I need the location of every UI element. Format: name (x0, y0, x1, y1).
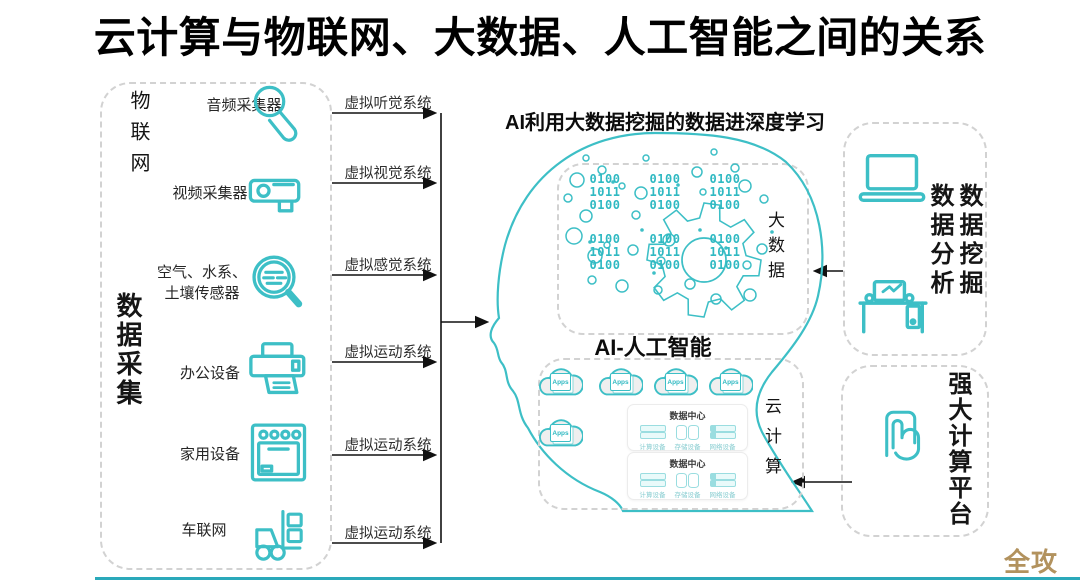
virtual-system-label: 虚拟感觉系统 (344, 258, 432, 274)
iot-group-label: 物联网 (127, 90, 149, 183)
binary-data-block: 0100 1011 0100 (649, 172, 681, 213)
home-appliance-icon (247, 421, 310, 484)
data-analysis-label: 数据分析 (926, 183, 953, 299)
network-icon (709, 473, 736, 487)
cloud-apps-icon: Apps (537, 364, 583, 398)
binary-data-block: 0100 1011 0100 (589, 172, 621, 213)
cloud-apps-icon: Apps (597, 364, 643, 398)
apps-doc: Apps (720, 373, 741, 391)
network-icon (709, 425, 736, 439)
server-icon (639, 425, 666, 439)
binary-data-block: 0100 1011 0100 (709, 232, 741, 273)
big-data-label: 大数据 (765, 211, 784, 286)
server-icon (639, 473, 666, 487)
storage-icon (676, 473, 699, 488)
microphone-icon (246, 84, 312, 146)
cloud-computing-region (538, 358, 804, 510)
data-collection-label: 数据采集 (113, 292, 143, 408)
cloud-apps-icon: Apps (537, 415, 583, 449)
forklift-icon (246, 505, 312, 565)
storage-icon (676, 425, 699, 440)
apps-doc: Apps (610, 373, 631, 391)
cloud-apps-icon: Apps (652, 364, 698, 398)
device-label-audio: 音频采集器 (206, 97, 282, 114)
device-type-label: 网络设备 (709, 444, 736, 451)
data-center-title: 数据中心 (669, 411, 706, 421)
watermark: 全攻略 (1004, 547, 1059, 577)
apps-doc: Apps (550, 373, 571, 391)
device-type-label: 网络设备 (709, 492, 736, 499)
virtual-system-label: 虚拟运动系统 (344, 438, 432, 454)
ai-deep-learning-caption: AI利用大数据挖掘的数据进深度学习 (505, 112, 825, 134)
virtual-system-label: 虚拟听觉系统 (344, 96, 432, 112)
workstation-icon (854, 276, 932, 336)
virtual-system-label: 虚拟运动系统 (344, 345, 432, 361)
device-label-sensor: 空气、水系、 土壤传感器 (156, 264, 247, 302)
device-label-vehicle: 车联网 (181, 522, 227, 539)
binary-data-block: 0100 1011 0100 (709, 172, 741, 213)
device-type-label: 计算设备 (639, 444, 666, 451)
bottom-accent-bar (95, 577, 1080, 580)
device-label-video: 视频采集器 (172, 185, 248, 202)
virtual-system-label: 虚拟视觉系统 (344, 166, 432, 182)
computing-platform-label: 强大计算平台 (944, 371, 971, 527)
device-label-office: 办公设备 (179, 365, 240, 382)
ai-label: AI-人工智能 (594, 335, 712, 360)
device-label-home: 家用设备 (179, 446, 240, 463)
apps-doc: Apps (665, 373, 686, 391)
apps-doc: Apps (550, 424, 571, 442)
printer-icon (246, 340, 310, 399)
virtual-system-label: 虚拟运动系统 (344, 526, 432, 542)
handheld-device-icon (874, 403, 930, 475)
data-analysis-panel (843, 122, 987, 356)
page-title: 云计算与物联网、大数据、人工智能之间的关系 (93, 14, 987, 61)
cloud-computing-label: 云计算 (762, 397, 781, 487)
laptop-icon (856, 152, 928, 204)
computing-platform-panel (841, 365, 989, 537)
data-center-box: 数据中心 计算设备 存储设备 网络设备 (627, 452, 748, 500)
device-type-label: 计算设备 (639, 492, 666, 499)
sensor-magnifier-icon (247, 251, 312, 317)
data-center-title: 数据中心 (669, 459, 706, 469)
cloud-apps-icon: Apps (707, 364, 753, 398)
device-type-label: 存储设备 (674, 492, 701, 499)
data-center-box: 数据中心 计算设备 存储设备 网络设备 (627, 404, 748, 451)
binary-data-block: 0100 1011 0100 (589, 232, 621, 273)
device-type-label: 存储设备 (674, 444, 701, 451)
binary-data-block: 0100 1011 0100 (649, 232, 681, 273)
iot-panel (100, 82, 332, 570)
data-mining-label: 数据挖掘 (955, 183, 982, 299)
cctv-camera-icon (246, 168, 310, 226)
